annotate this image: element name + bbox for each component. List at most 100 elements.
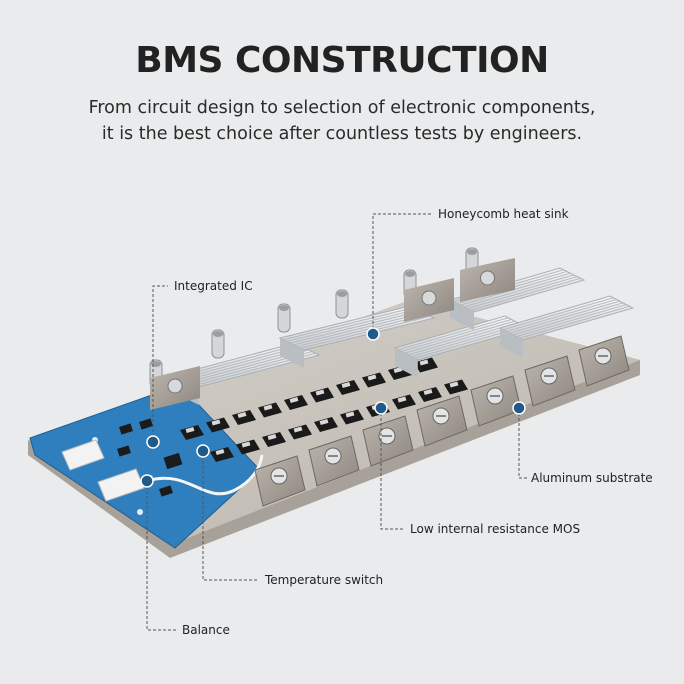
heat-sink-fin <box>503 297 614 331</box>
heat-sink-fin <box>460 272 571 306</box>
heat-sink-fin <box>286 308 417 342</box>
mos-tab <box>319 418 329 426</box>
terminal-clamp <box>524 355 576 407</box>
mos-chip <box>418 387 442 402</box>
callout-markers <box>140 327 526 488</box>
heat-sink-fin <box>398 317 509 351</box>
heat-sink-fin <box>467 276 578 310</box>
mos-transistors <box>180 357 468 462</box>
heat-sink-fin <box>293 312 424 346</box>
mos-tab <box>267 433 277 441</box>
heat-sink-fin <box>506 298 617 332</box>
subtitle-line-2: it is the best choice after countless te… <box>101 124 583 144</box>
heat-sink-fin <box>516 304 627 338</box>
bus-screw <box>421 290 437 306</box>
leader-honeycomb <box>372 213 432 334</box>
terminal-lug <box>277 303 291 333</box>
marker-aluminum <box>512 401 526 415</box>
label-temperature-switch: Temperature switch <box>265 573 384 587</box>
mos-tab <box>449 381 459 388</box>
terminal-clamp <box>362 415 414 467</box>
mos-chip <box>258 402 282 418</box>
mos-tab <box>215 448 225 456</box>
label-aluminum-substrate: Aluminum substrate <box>531 471 653 485</box>
mos-chip <box>336 380 360 395</box>
mos-tab <box>211 419 221 426</box>
mos-chip <box>310 387 334 403</box>
callout-leaders <box>146 213 528 631</box>
lug-hole <box>337 291 347 297</box>
marker-balance <box>140 474 154 488</box>
lug-hole <box>279 305 289 311</box>
bus-screw <box>480 270 495 286</box>
bus-screw <box>167 378 183 394</box>
mos-chip <box>284 395 308 410</box>
heat-sink-fin <box>404 320 515 354</box>
terminal-clamp <box>254 455 306 507</box>
mos-tab <box>367 374 377 381</box>
leader-integrated-ic <box>152 285 168 442</box>
marker-mos <box>374 401 388 415</box>
mos-chip <box>236 439 260 455</box>
honeycomb-heat-sinks <box>173 267 635 405</box>
heat-sink-block <box>498 295 635 358</box>
terminal-clamp <box>416 395 468 447</box>
heat-sink-side <box>500 328 523 358</box>
page-subtitle: From circuit design to selection of elec… <box>0 95 684 147</box>
mos-chip <box>392 394 416 410</box>
heat-sink-fin <box>401 318 512 352</box>
heat-sink-fin <box>283 307 414 341</box>
heat-sink-fin <box>509 300 620 334</box>
marker-integrated-ic <box>146 435 160 449</box>
terminal-clamp <box>578 335 630 387</box>
heat-sink-fin <box>512 302 624 336</box>
mos-tab <box>289 396 299 404</box>
terminal-lugs <box>149 247 515 410</box>
leader-temperature <box>202 451 259 581</box>
mos-chip <box>414 357 438 373</box>
lug-hole <box>467 249 477 255</box>
terminal-clamp <box>308 435 360 487</box>
label-integrated-ic: Integrated IC <box>174 279 253 293</box>
heat-sink-side <box>450 300 474 330</box>
lug-hole <box>405 271 415 277</box>
mos-tab <box>397 396 407 403</box>
mos-chip <box>340 409 364 425</box>
heat-sink-side <box>280 338 304 368</box>
mos-tab <box>419 359 429 366</box>
lug-hole <box>213 331 223 337</box>
marker-temperature <box>196 444 210 458</box>
label-balance: Balance <box>182 623 230 637</box>
heat-sink-fin <box>470 277 581 311</box>
label-honeycomb-heat-sink: Honeycomb heat sink <box>438 207 569 221</box>
mos-chip <box>180 425 204 440</box>
balance-connectors <box>61 439 145 502</box>
subtitle-line-1: From circuit design to selection of elec… <box>88 98 596 118</box>
terminal-clamps <box>254 335 630 507</box>
mos-tab <box>237 411 247 419</box>
mos-tab <box>185 426 195 434</box>
leader-mos <box>380 408 404 530</box>
mos-tab <box>341 381 351 389</box>
mos-chip <box>362 372 386 388</box>
mos-chip <box>232 410 256 425</box>
page-title: BMS CONSTRUCTION <box>135 40 549 81</box>
mos-tab <box>423 388 433 396</box>
mos-tab <box>315 389 325 396</box>
mos-chip <box>288 424 312 440</box>
heat-sink-fin <box>300 315 431 349</box>
mos-chip <box>314 417 338 432</box>
mos-tab <box>241 441 251 448</box>
heat-sink-side <box>395 348 418 378</box>
heat-sink-fin <box>519 305 630 339</box>
mos-chip <box>210 447 234 462</box>
heat-sink-fin <box>463 274 574 308</box>
label-low-resistance-mos: Low internal resistance MOS <box>410 522 581 536</box>
integrated-ic-chips <box>117 418 183 497</box>
mos-chip <box>444 379 468 395</box>
mos-tab <box>263 404 273 411</box>
terminal-lug <box>335 289 349 319</box>
terminal-lug <box>211 329 225 359</box>
mos-chip <box>206 417 230 433</box>
